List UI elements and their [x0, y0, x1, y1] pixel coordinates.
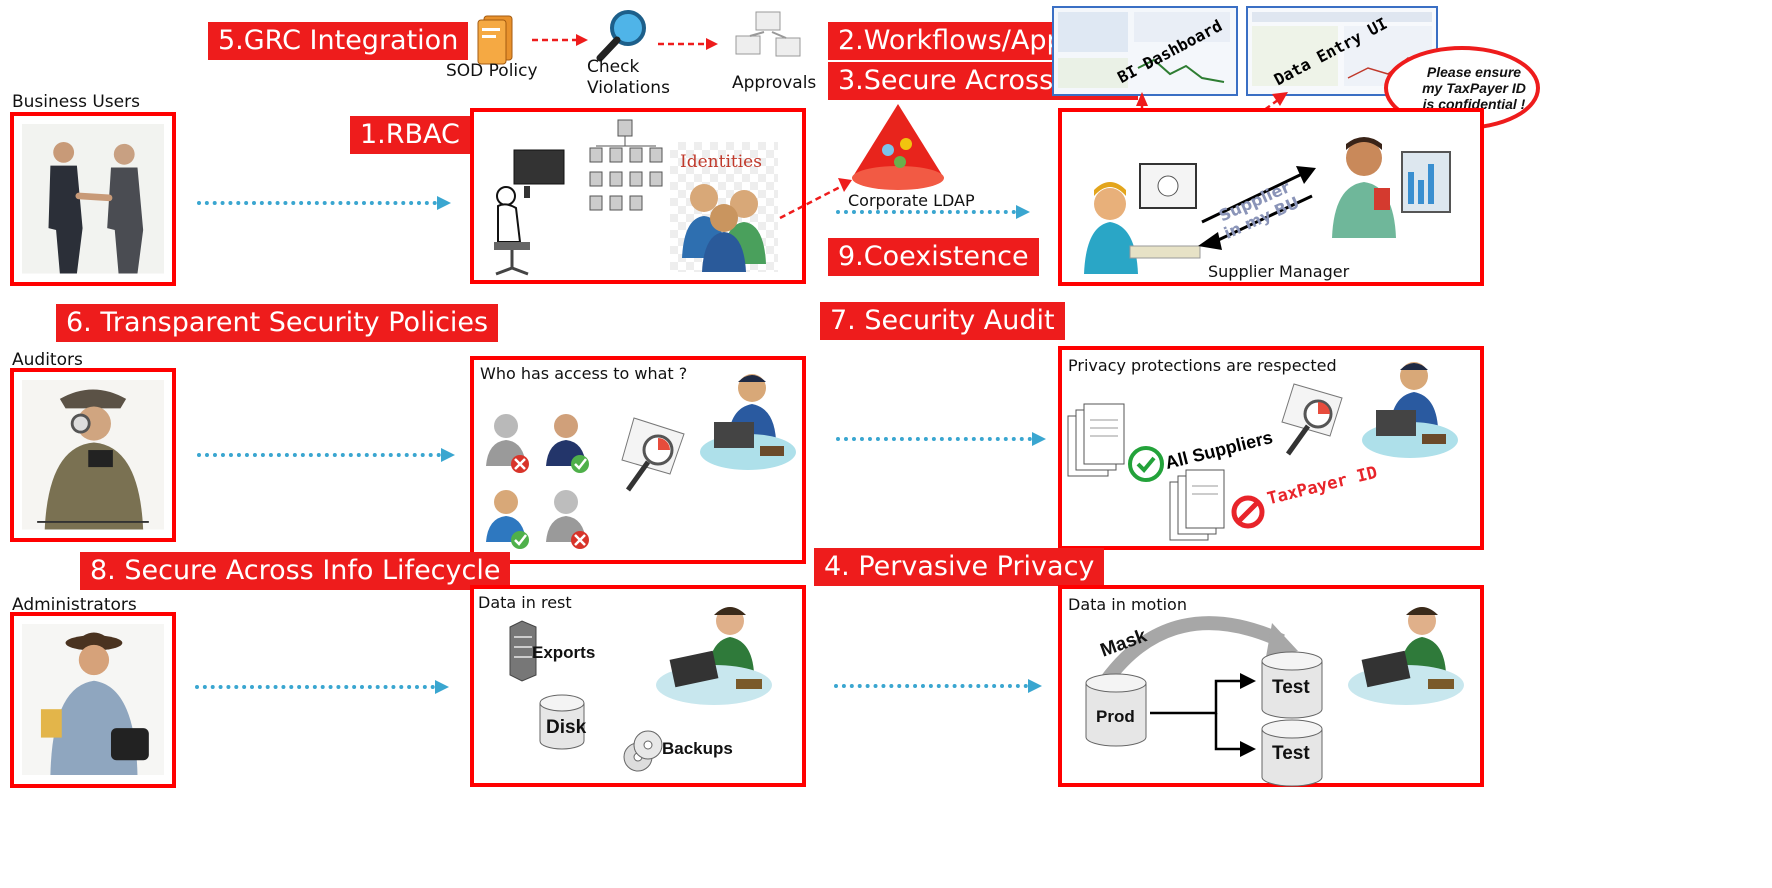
taxpayer-id-label: TaxPayer ID	[1265, 462, 1380, 510]
rbac-panel: Identities	[470, 108, 806, 284]
test-db-icon-2	[1261, 719, 1323, 787]
forbidden-icon	[1231, 495, 1265, 529]
arrow-audit-to-privacy	[836, 432, 1046, 446]
disk-icon	[539, 694, 585, 750]
test-db-icon-1	[1261, 651, 1323, 719]
test-label-2: Test	[1272, 743, 1310, 764]
tag-rbac: 1.RBAC	[350, 116, 470, 154]
arrow-auditors-to-audit	[197, 448, 455, 462]
check-violations-line1: Check	[587, 57, 640, 77]
developer-at-laptop-icon	[1348, 607, 1464, 705]
supplier-manager-panel: Supplier in my BU Supplier Manager	[1058, 108, 1484, 286]
backup-discs-icon	[623, 730, 663, 772]
arrow-identities-to-ldap	[779, 178, 852, 220]
all-suppliers-label: All Suppliers	[1163, 427, 1275, 474]
disk-label: Disk	[546, 717, 587, 738]
bubble-line1: Please ensure	[1426, 64, 1522, 80]
prod-to-test-arrows	[1150, 673, 1256, 757]
handshake-photo	[22, 124, 164, 274]
auditors-photo-frame	[10, 368, 176, 542]
document-stack-icon-2	[1169, 469, 1225, 541]
supplier-bidirectional-arrows	[1198, 166, 1316, 250]
arrow-ldap-to-supplier	[836, 205, 1030, 219]
admin-at-laptop-icon	[656, 607, 772, 705]
identities-people-icon	[682, 184, 766, 272]
bubble-line2: my TaxPayer ID	[1422, 80, 1526, 96]
approvals-folders-icon	[735, 11, 801, 57]
admin-workstation-icon	[494, 149, 565, 276]
arrow-check-to-approvals	[658, 38, 718, 50]
tag-coexistence: 9.Coexistence	[828, 238, 1039, 276]
supplier-on-phone-icon	[1332, 137, 1451, 238]
document-stack-icon	[1067, 403, 1125, 477]
corporate-ldap-icon	[852, 104, 944, 190]
identities-graphic: Identities	[670, 142, 778, 272]
approvals-label: Approvals	[732, 73, 817, 93]
bubble-text: Please ensure my TaxPayer ID is confiden…	[1420, 64, 1528, 112]
business-users-photo-frame	[10, 112, 176, 286]
bi-dashboard-screen: BI Dashboard	[1052, 6, 1238, 96]
corporate-ldap-label: Corporate LDAP	[848, 191, 975, 210]
detective-photo	[22, 380, 164, 530]
magnifier-icon	[596, 10, 646, 62]
administrators-photo-frame	[10, 612, 176, 788]
tag-secure-info-lifecycle: 8. Secure Across Info Lifecycle	[80, 552, 511, 590]
arrow-business-to-rbac	[197, 196, 451, 210]
tag-pervasive-privacy: 4. Pervasive Privacy	[814, 548, 1105, 586]
data-rest-title: Data in rest	[478, 593, 572, 612]
check-circle-icon	[1128, 446, 1164, 482]
tag-grc-integration: 5.GRC Integration	[208, 22, 469, 60]
data-rest-panel: Data in rest Exports Disk Backups	[470, 585, 806, 787]
arrow-sod-to-check	[532, 34, 588, 46]
access-audit-title: Who has access to what ?	[480, 364, 688, 383]
prod-db-icon	[1085, 673, 1147, 747]
prod-label: Prod	[1096, 707, 1135, 726]
privacy-officer-icon	[1362, 362, 1458, 458]
arrow-admins-to-rest	[195, 680, 449, 694]
privacy-panel: Privacy protections are respected All Su…	[1058, 346, 1484, 550]
check-violations-line2: Violations	[587, 78, 670, 98]
arrow-rest-to-motion	[834, 679, 1042, 693]
tag-transparent-security-policies: 6. Transparent Security Policies	[56, 304, 499, 342]
role-administrators: Administrators	[12, 595, 137, 615]
mask-curved-arrow	[1100, 616, 1298, 686]
test-label-1: Test	[1272, 677, 1310, 698]
data-motion-title: Data in motion	[1068, 595, 1187, 614]
data-motion-panel: Data in motion Mask Prod Test Test	[1058, 585, 1484, 787]
sod-policy-icon	[477, 15, 513, 65]
role-business-users: Business Users	[12, 92, 140, 112]
user-access-icons	[486, 414, 589, 549]
audit-magnifier-doc-icon	[621, 417, 685, 492]
manager-at-desk-icon	[1084, 163, 1201, 274]
access-audit-panel: Who has access to what ?	[470, 356, 806, 564]
privacy-magnifier-doc-icon	[1281, 383, 1343, 456]
identities-label: Identities	[680, 152, 762, 172]
sod-policy-label: SOD Policy	[446, 61, 538, 81]
backups-label: Backups	[662, 739, 733, 758]
role-auditors: Auditors	[12, 350, 83, 370]
auditor-at-laptop-icon	[700, 374, 796, 470]
supplier-manager-label: Supplier Manager	[1208, 262, 1350, 281]
org-chart-icon	[589, 119, 663, 211]
server-icon	[509, 620, 537, 682]
tag-security-audit: 7. Security Audit	[820, 302, 1065, 340]
privacy-title: Privacy protections are respected	[1068, 356, 1337, 375]
administrator-photo	[22, 624, 164, 776]
exports-label: Exports	[532, 643, 596, 662]
